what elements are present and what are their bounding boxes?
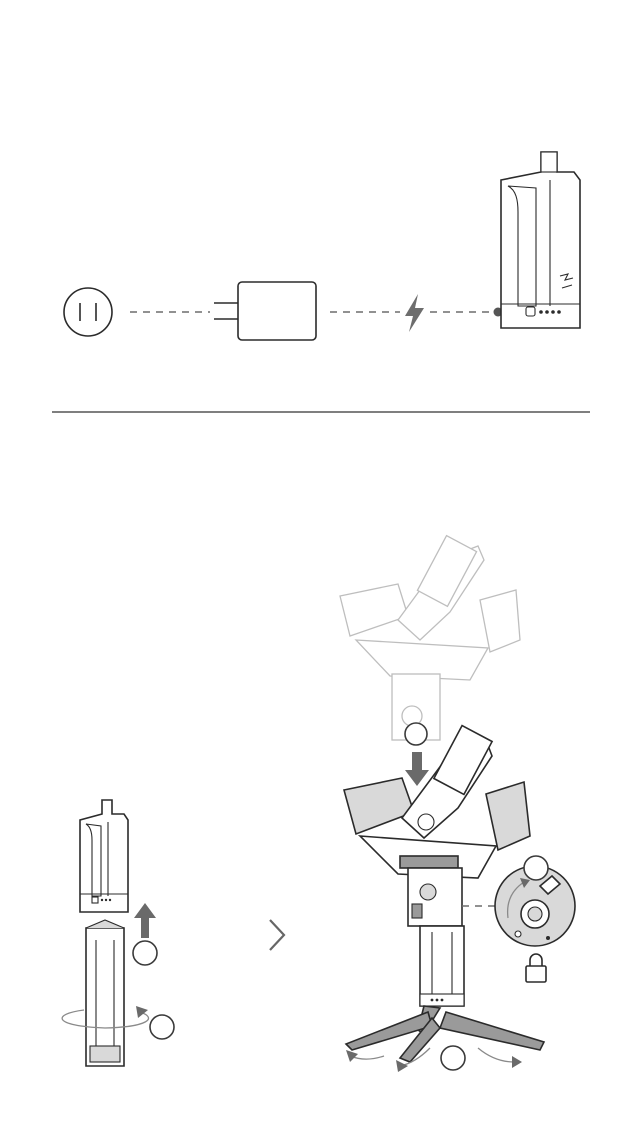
- next-step-chevron-icon: [270, 920, 284, 950]
- step-1-marker: [133, 941, 157, 965]
- lock-icon: [526, 954, 546, 982]
- step-2-marker: [150, 1015, 174, 1039]
- power-outlet-icon: [64, 288, 112, 336]
- battery-grip-icon: [501, 152, 580, 328]
- step-4-marker: [441, 1046, 465, 1070]
- mount-down-arrow: [405, 752, 429, 786]
- assembly-section: [62, 536, 575, 1072]
- leg-spread-arrow: [478, 1048, 514, 1062]
- charging-bolt-icon: [405, 294, 424, 332]
- step-5-marker: [524, 856, 548, 880]
- step-3-marker: [405, 723, 427, 745]
- charging-section: [64, 152, 580, 340]
- battery-grip-icon: [80, 800, 128, 912]
- gimbal-ghost: [340, 536, 520, 740]
- attach-up-arrow: [134, 903, 156, 938]
- usb-power-adapter-icon: [214, 282, 316, 340]
- tripod-icon: [86, 920, 124, 1066]
